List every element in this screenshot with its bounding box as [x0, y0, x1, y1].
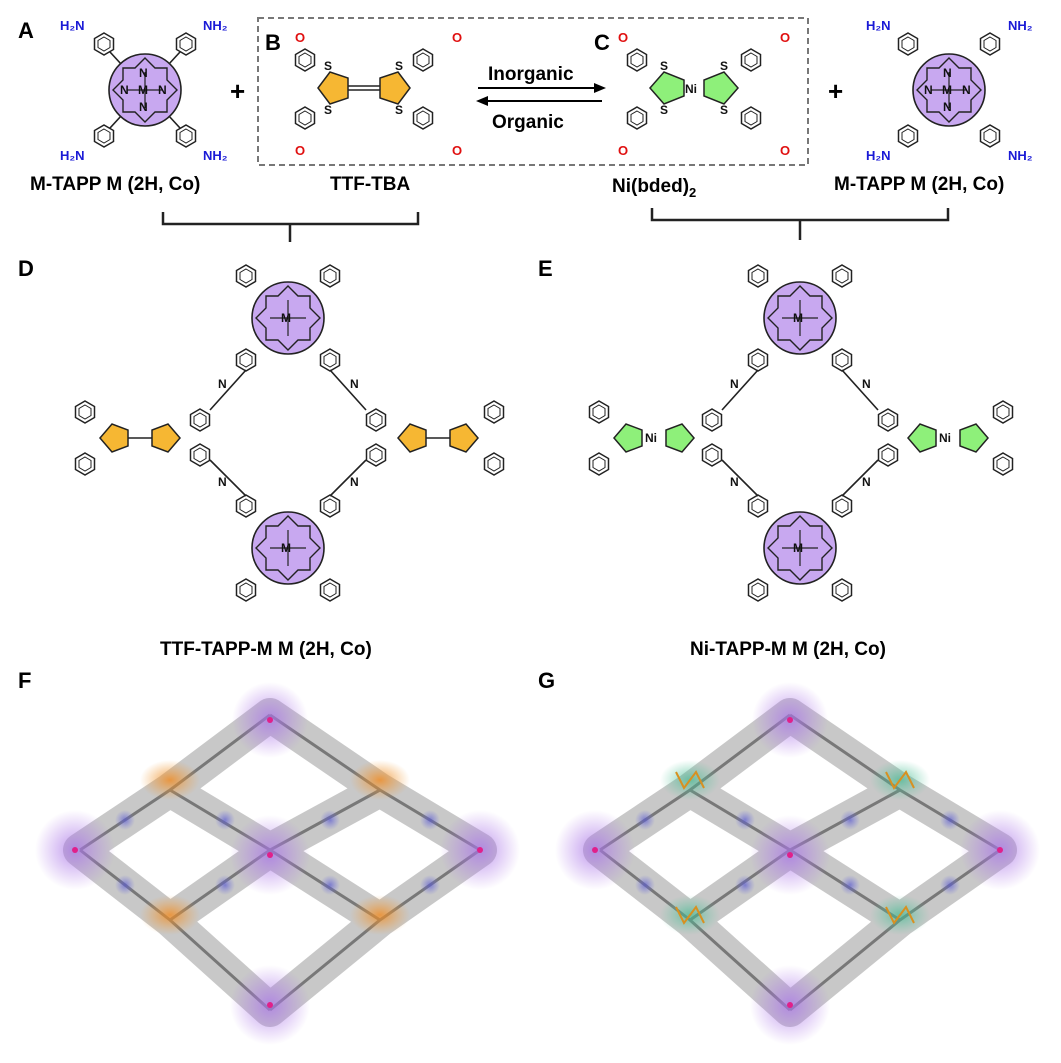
panel-label-e: E	[538, 256, 553, 281]
svg-text:N: N	[350, 475, 359, 489]
svg-text:N: N	[924, 83, 933, 97]
dashed-box-bc	[257, 17, 809, 166]
svg-text:N: N	[350, 377, 359, 391]
ttf-tapp-space-filling-model	[35, 682, 520, 1045]
panel-label-c: C	[594, 30, 610, 55]
label-ttf-tapp-m: TTF-TAPP-M M (2H, Co)	[160, 639, 372, 660]
ttf-tba-molecule: S S S S O O O O	[294, 30, 462, 158]
bracket-left	[161, 212, 420, 242]
panel-label-g: G	[538, 668, 555, 693]
svg-text:M: M	[793, 311, 803, 325]
svg-text:O: O	[452, 143, 462, 158]
label-m-tapp-right: M-TAPP M (2H, Co)	[834, 174, 1004, 195]
svg-text:M: M	[942, 83, 952, 97]
svg-text:N: N	[158, 83, 167, 97]
svg-text:S: S	[395, 103, 403, 117]
svg-text:M: M	[281, 311, 291, 325]
bracket-right	[650, 208, 950, 240]
equilibrium-arrows	[476, 83, 606, 106]
svg-text:N: N	[730, 475, 739, 489]
svg-text:N: N	[862, 475, 871, 489]
svg-text:N: N	[139, 100, 148, 114]
ni-bded2-molecule: S S S S Ni O O O O	[618, 30, 790, 158]
svg-text:S: S	[660, 103, 668, 117]
svg-text:O: O	[452, 30, 462, 45]
svg-text:NH₂: NH₂	[1008, 148, 1033, 163]
label-ni-tapp-m: Ni-TAPP-M M (2H, Co)	[690, 639, 886, 660]
svg-text:S: S	[720, 103, 728, 117]
label-ttf-tba: TTF-TBA	[330, 174, 410, 195]
svg-text:N: N	[943, 66, 952, 80]
svg-text:N: N	[120, 83, 129, 97]
label-ni-bded2: Ni(bded)2	[612, 176, 696, 200]
svg-text:H₂N: H₂N	[866, 148, 891, 163]
svg-text:Ni: Ni	[645, 431, 657, 445]
ttf-tapp-framework: M M N N N N	[74, 264, 505, 602]
panel-label-a: A	[18, 18, 34, 43]
svg-text:H₂N: H₂N	[866, 18, 891, 33]
panel-label-f: F	[18, 668, 31, 693]
svg-text:N: N	[730, 377, 739, 391]
svg-text:Ni: Ni	[939, 431, 951, 445]
metal-center-m: M	[138, 83, 148, 97]
arrow-label-inorganic: Inorganic	[488, 64, 574, 85]
svg-text:O: O	[780, 30, 790, 45]
svg-text:O: O	[780, 143, 790, 158]
svg-text:NH₂: NH₂	[203, 18, 228, 33]
svg-text:M: M	[793, 541, 803, 555]
arrow-label-organic: Organic	[492, 112, 564, 133]
svg-text:N: N	[943, 100, 952, 114]
svg-text:S: S	[324, 59, 332, 73]
panel-label-b: B	[265, 30, 281, 55]
svg-text:N: N	[218, 475, 227, 489]
plus-sign-left: +	[230, 76, 245, 106]
svg-text:M: M	[281, 541, 291, 555]
svg-text:S: S	[660, 59, 668, 73]
svg-text:NH₂: NH₂	[203, 148, 228, 163]
svg-text:S: S	[324, 103, 332, 117]
oxygen-atom: O	[295, 30, 305, 45]
svg-text:N: N	[962, 83, 971, 97]
svg-text:NH₂: NH₂	[1008, 18, 1033, 33]
label-m-tapp-left: M-TAPP M (2H, Co)	[30, 174, 200, 195]
plus-sign-right: +	[828, 76, 843, 106]
m-tapp-molecule-right: N N N N M H₂N NH₂ H₂N NH₂	[866, 18, 1033, 163]
ni-tapp-framework: M M N N N N Ni	[588, 264, 1014, 602]
amine-label: H₂N	[60, 18, 85, 33]
nickel-center: Ni	[685, 82, 697, 96]
svg-text:S: S	[395, 59, 403, 73]
svg-text:O: O	[295, 143, 305, 158]
svg-text:O: O	[618, 143, 628, 158]
svg-text:N: N	[139, 66, 148, 80]
svg-text:O: O	[618, 30, 628, 45]
panel-label-d: D	[18, 256, 34, 281]
svg-text:S: S	[720, 59, 728, 73]
m-tapp-molecule-left: N N N N M H₂N NH₂ H₂N NH₂	[60, 18, 228, 163]
svg-text:H₂N: H₂N	[60, 148, 85, 163]
ni-tapp-space-filling-model	[555, 682, 1040, 1045]
svg-text:N: N	[218, 377, 227, 391]
svg-text:N: N	[862, 377, 871, 391]
